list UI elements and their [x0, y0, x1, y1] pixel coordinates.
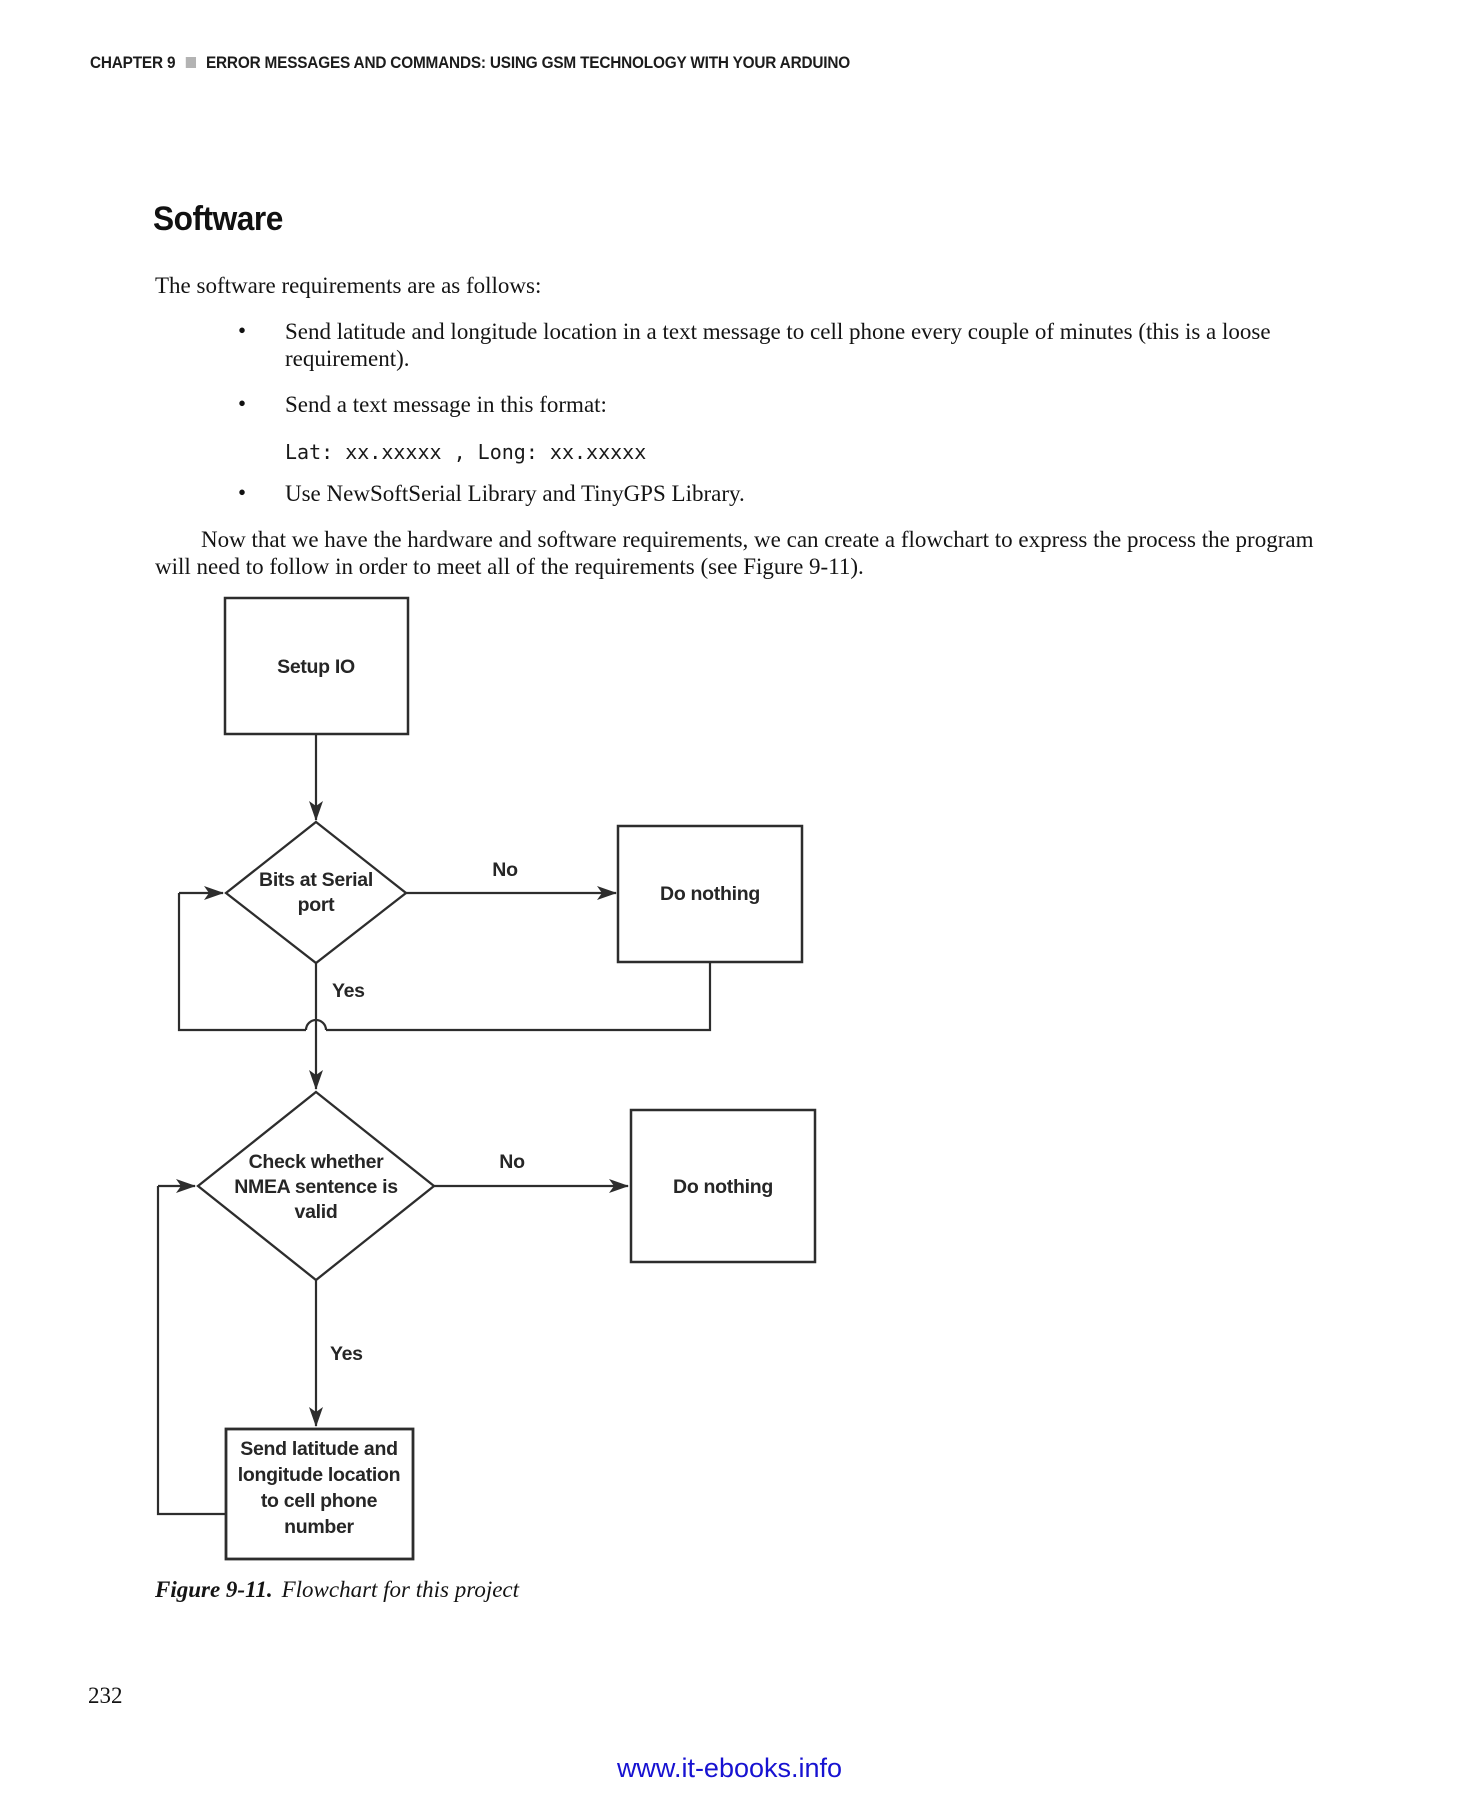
- figure-caption-text: Flowchart for this project: [281, 1577, 520, 1602]
- list-item-requirement-1: Send latitude and longitude location in …: [285, 319, 1271, 371]
- send-location-label-line2: longitude location: [238, 1464, 401, 1486]
- list-item-requirement-3: Use NewSoftSerial Library and TinyGPS Li…: [285, 481, 745, 506]
- footer-link[interactable]: www.it-ebooks.info: [616, 1753, 843, 1783]
- bullet-marker: •: [238, 318, 247, 343]
- code-snippet: Lat: xx.xxxxx , Long: xx.xxxxx: [285, 440, 647, 464]
- send-location-label-line3: to cell phone: [261, 1490, 378, 1512]
- list-item-requirement-2: Send a text message in this format:: [285, 392, 607, 417]
- header-chapter-title: ERROR MESSAGES AND COMMANDS: USING GSM T…: [205, 54, 850, 72]
- section-title: Software: [153, 200, 283, 238]
- serial-bits-decision-diamond: [224, 820, 408, 965]
- nmea-valid-decision-label-line1: Check whether: [249, 1151, 385, 1173]
- bullet-marker: •: [238, 391, 247, 416]
- connector-loop1-return: [177, 893, 712, 1032]
- body-paragraph: Now that we have the hardware and softwa…: [155, 527, 1314, 579]
- setup-process-label: Setup IO: [277, 656, 355, 678]
- bullet-marker: •: [238, 480, 247, 505]
- send-location-label-line1: Send latitude and: [240, 1438, 397, 1460]
- nmea-valid-decision-label-line3: valid: [295, 1201, 338, 1223]
- do-nothing-box-2: [629, 1108, 817, 1264]
- footer-bar: www.it-ebooks.info: [0, 1753, 1459, 1784]
- nmea-valid-decision-label-line2: NMEA sentence is: [234, 1176, 398, 1198]
- serial-bits-decision-label-line1: Bits at Serial: [259, 869, 373, 891]
- figure-caption: Figure 9-11. Flowchart for this project: [155, 1577, 519, 1603]
- intro-text: The software requirements are as follows…: [155, 273, 542, 298]
- do-nothing-label-2: Do nothing: [673, 1176, 773, 1198]
- edge-label-no-1: No: [492, 859, 518, 881]
- send-location-label-line4: number: [284, 1516, 354, 1538]
- connector-loop2-return: [156, 1186, 226, 1516]
- edge-label-yes-2: Yes: [330, 1343, 363, 1365]
- setup-process-box: [223, 596, 410, 736]
- header-separator-square: [185, 57, 196, 68]
- figure-caption-label: Figure 9-11.: [155, 1577, 273, 1602]
- do-nothing-label-1: Do nothing: [660, 883, 760, 905]
- edge-label-yes-1: Yes: [332, 980, 365, 1002]
- edge-label-no-2: No: [499, 1151, 525, 1173]
- running-header: CHAPTER 9 ERROR MESSAGES AND COMMANDS: US…: [90, 54, 907, 73]
- page-number: 232: [88, 1683, 123, 1708]
- chapter-label: CHAPTER 9: [90, 54, 176, 72]
- flowchart-figure: Setup IO Bits at Serial port No Do nothi…: [156, 596, 817, 1561]
- line-crossing-hop: [304, 1018, 328, 1031]
- send-location-box: [224, 1427, 415, 1561]
- do-nothing-box-1: [616, 824, 804, 964]
- serial-bits-decision-label-line2: port: [298, 894, 336, 916]
